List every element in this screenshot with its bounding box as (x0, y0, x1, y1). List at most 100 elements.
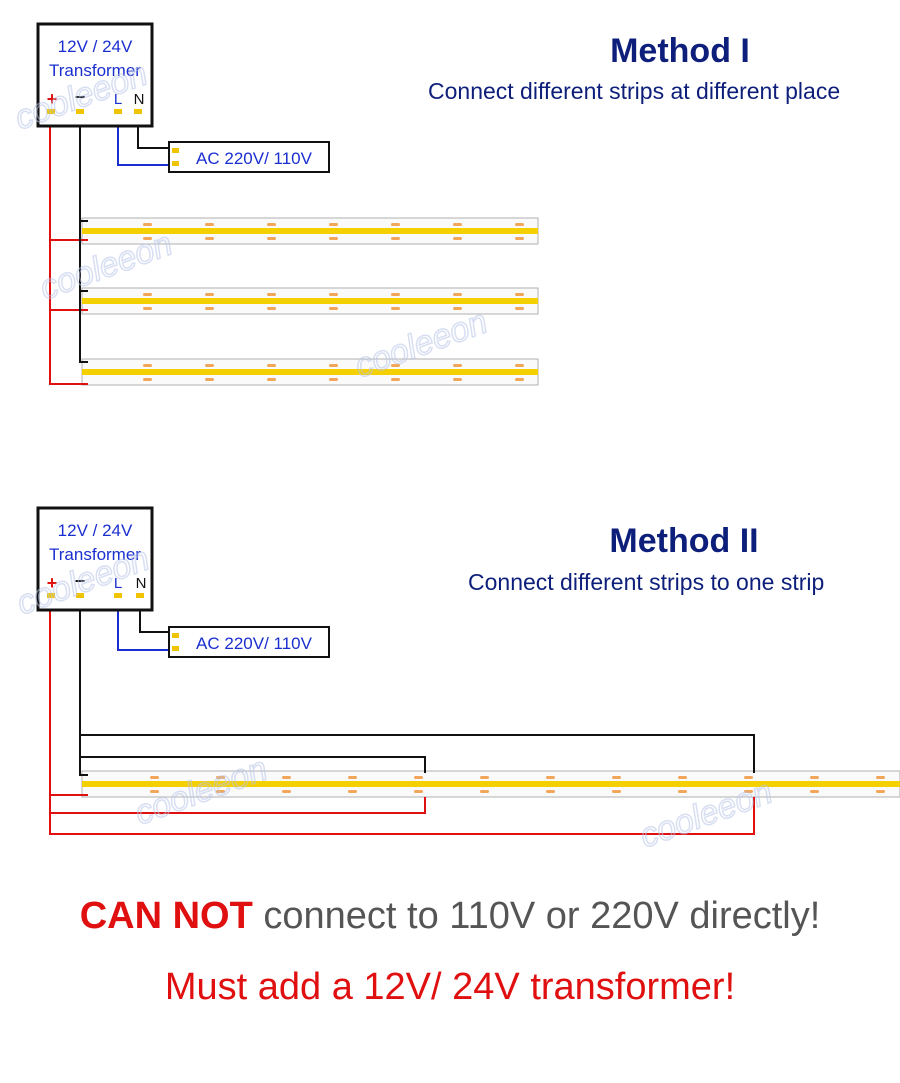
transformer-line2: Transformer (49, 61, 141, 80)
led-pad (391, 237, 400, 240)
transformer-box: 12V / 24V Transformer + − L N (36, 22, 154, 128)
led-strip (81, 358, 539, 386)
led-pad (348, 776, 357, 779)
led-pad (391, 223, 400, 226)
terminal-plus: + (47, 573, 58, 593)
led-pad (267, 237, 276, 240)
ac-label: AC 220V/ 110V (196, 634, 313, 653)
red-wire (49, 112, 88, 385)
led-pad (480, 776, 489, 779)
led-pad (329, 307, 338, 310)
led-pad (143, 307, 152, 310)
red-wire (49, 596, 755, 835)
led-strip (81, 287, 539, 315)
led-pad (810, 790, 819, 793)
led-pad (267, 364, 276, 367)
led-pad (453, 223, 462, 226)
method1-title: Method I (610, 32, 750, 70)
led-pad (744, 790, 753, 793)
led-pad (143, 223, 152, 226)
led-pad (612, 776, 621, 779)
led-pad (329, 237, 338, 240)
led-strip (81, 217, 539, 245)
method2-subtitle: Connect different strips to one strip (468, 569, 825, 595)
led-pad (329, 223, 338, 226)
led-pad (267, 378, 276, 381)
warning-emphasis: CAN NOT (79, 895, 253, 937)
led-pad (329, 293, 338, 296)
led-pad (143, 237, 152, 240)
terminal-minus: − (75, 571, 86, 591)
led-pad (612, 790, 621, 793)
led-pad (515, 307, 524, 310)
led-pad (515, 293, 524, 296)
black-wire (79, 112, 88, 363)
method1-subtitle: Connect different strips at different pl… (428, 78, 841, 104)
svg-text:cooleeon: cooleeon (130, 750, 273, 833)
transformer-line1: 12V / 24V (58, 521, 133, 540)
led-pad (348, 790, 357, 793)
led-pad (480, 790, 489, 793)
blue-wire (117, 112, 172, 166)
warning-rest: connect to 110V or 220V directly! (252, 895, 821, 937)
led-pad (282, 776, 291, 779)
led-pad (546, 790, 555, 793)
transformer-line1: 12V / 24V (58, 37, 133, 56)
led-pad (150, 776, 159, 779)
led-pads (143, 223, 524, 381)
led-pad (329, 378, 338, 381)
warning-line2: Must add a 12V/ 24V transformer! (164, 966, 736, 1008)
led-pad (143, 378, 152, 381)
led-pad (678, 790, 687, 793)
terminal-l: L (114, 575, 122, 592)
led-pad (876, 776, 885, 779)
led-pad (414, 790, 423, 793)
method1-diagram: 12V / 24V Transformer + − L N AC 220V/ 1… (36, 22, 539, 386)
led-pad (515, 223, 524, 226)
led-pad (267, 307, 276, 310)
terminal-minus: − (75, 87, 86, 107)
led-pad (391, 293, 400, 296)
terminal-plus: + (47, 89, 58, 109)
led-pad (876, 790, 885, 793)
led-pad (453, 293, 462, 296)
led-pad (282, 790, 291, 793)
led-pad (150, 790, 159, 793)
led-pad (267, 293, 276, 296)
led-pad (205, 293, 214, 296)
led-pad (515, 378, 524, 381)
led-pad (143, 293, 152, 296)
terminal-l: L (114, 91, 122, 108)
led-pad (515, 237, 524, 240)
led-pad (453, 378, 462, 381)
transformer-box: 12V / 24V Transformer + − L N (36, 506, 154, 612)
led-pad (546, 776, 555, 779)
led-pad (810, 776, 819, 779)
led-pad (678, 776, 687, 779)
led-pad (267, 223, 276, 226)
led-pad (744, 776, 753, 779)
led-pad (414, 776, 423, 779)
method2-diagram: 12V / 24V Transformer + − L N AC 220V/ 1… (36, 506, 900, 835)
ac-label: AC 220V/ 110V (196, 149, 313, 168)
warning-line1: CAN NOT connect to 110V or 220V directly… (0, 895, 900, 938)
ac-power-box: AC 220V/ 110V (168, 141, 330, 173)
blue-wire (117, 596, 172, 651)
ac-power-box: AC 220V/ 110V (168, 626, 330, 658)
method2-title: Method II (609, 522, 759, 560)
led-pad (216, 776, 225, 779)
led-pad (391, 364, 400, 367)
terminal-n: N (134, 91, 145, 108)
terminal-n: N (136, 575, 147, 592)
led-pad (453, 307, 462, 310)
led-pad (143, 364, 152, 367)
led-pad (216, 790, 225, 793)
transformer-line2: Transformer (49, 545, 141, 564)
led-pad (453, 237, 462, 240)
led-pad (329, 364, 338, 367)
led-pad (205, 223, 214, 226)
led-pad (205, 237, 214, 240)
led-pad (515, 364, 524, 367)
led-pad (205, 378, 214, 381)
